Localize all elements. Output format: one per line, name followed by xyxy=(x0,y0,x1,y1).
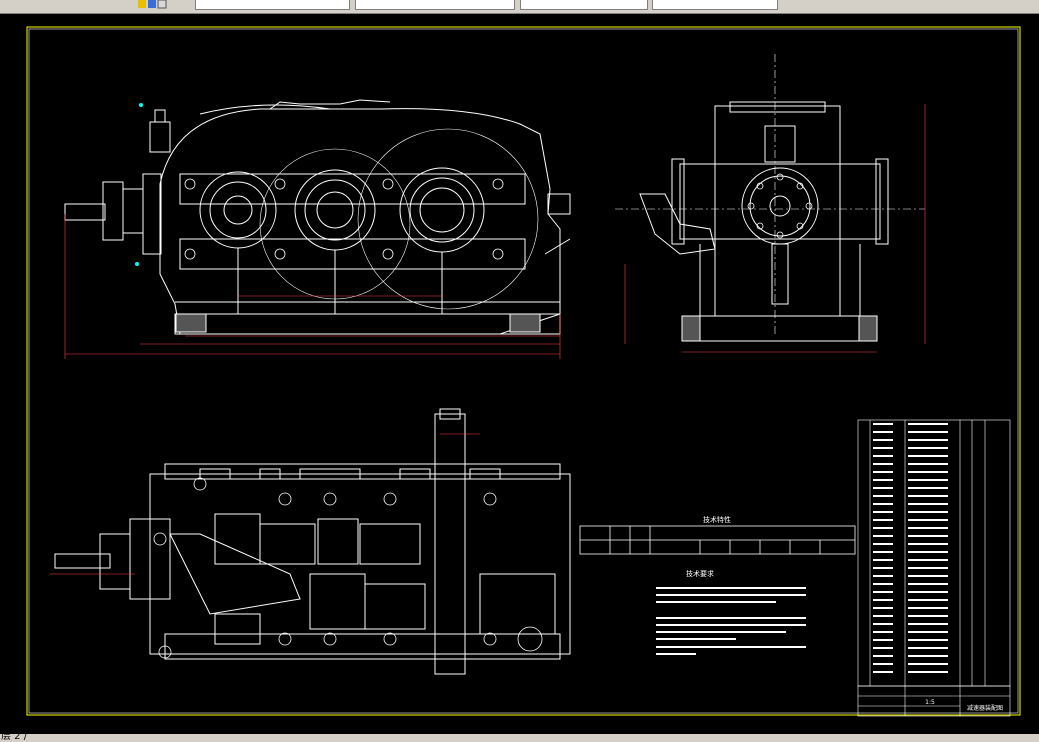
front-view xyxy=(64,99,571,335)
title-block xyxy=(857,685,1011,717)
side-view xyxy=(615,54,925,342)
layer-state-icon[interactable] xyxy=(138,0,184,9)
requirements-text-lines xyxy=(656,587,806,655)
linetype-dropdown[interactable] xyxy=(520,0,648,10)
requirements-title: 技术要求 xyxy=(686,569,714,578)
plan-view xyxy=(54,408,571,675)
command-line-text: 层 2 / xyxy=(1,734,28,742)
drawing-canvas[interactable]: 技术特性 技术要求 xyxy=(0,14,1039,734)
parts-list xyxy=(857,419,1011,687)
plotstyle-area xyxy=(782,0,1039,10)
parts-list-rows xyxy=(873,423,948,673)
layer-dropdown[interactable] xyxy=(195,0,350,10)
tech-spec-table xyxy=(579,525,856,555)
cad-toolbar xyxy=(0,0,1039,14)
color-dropdown[interactable] xyxy=(355,0,515,10)
drawing-svg[interactable]: 技术特性 技术要求 xyxy=(0,14,1039,734)
front-leader-marks xyxy=(135,103,143,266)
front-dimensions xyxy=(64,214,561,359)
sheet-scale: 1:5 xyxy=(925,699,935,706)
drawing-frame xyxy=(28,28,1019,714)
drawing-border xyxy=(26,26,1021,716)
title-block-name: 减速器装配图 xyxy=(967,704,1003,712)
tech-spec-title: 技术特性 xyxy=(703,515,731,524)
plan-dimensions xyxy=(50,433,480,575)
lineweight-dropdown[interactable] xyxy=(652,0,778,10)
side-dimensions xyxy=(624,104,926,353)
status-bar: 层 2 / xyxy=(0,734,1039,742)
